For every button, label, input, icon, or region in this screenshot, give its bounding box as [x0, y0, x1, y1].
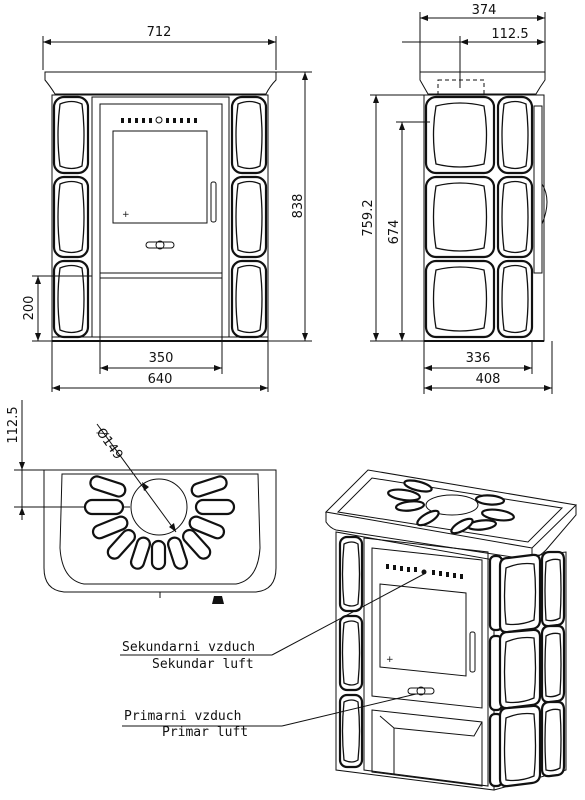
top-handle-knob — [212, 596, 224, 604]
iso-glass — [379, 583, 467, 677]
front-view: 712 — [22, 25, 312, 392]
front-door-handle — [210, 181, 217, 223]
front-left-tiles — [52, 95, 90, 339]
leader-secondary-air — [271, 573, 425, 656]
top-sunburst-petals — [83, 475, 236, 571]
side-flue-collar — [437, 79, 485, 95]
dim-759-2-label: 759.2 — [361, 199, 376, 236]
dim-149-label: Ø149 — [93, 426, 126, 463]
front-top-slab — [44, 71, 277, 95]
dim-640-label: 640 — [148, 372, 173, 387]
top-view: 112.5 Ø149 — [6, 400, 277, 604]
iso-ash-opening — [371, 709, 483, 787]
dim-336-label: 336 — [466, 351, 491, 366]
front-ash-opening — [99, 272, 223, 338]
dim-112-5-top-label: 112.5 — [6, 406, 21, 443]
dim-112-5-side-label: 112.5 — [491, 27, 528, 42]
side-large-tiles — [424, 95, 496, 339]
dim-front-height: 838 — [268, 71, 312, 342]
dim-front-door-width: 350 — [99, 337, 223, 374]
iso-glass-mark: + — [386, 655, 394, 665]
front-glass-mark: + — [122, 210, 130, 220]
side-narrow-tiles — [496, 95, 534, 339]
dim-side-height-total: 759.2 — [361, 94, 424, 342]
front-secondary-air-slots — [121, 116, 197, 124]
side-door-profile — [533, 105, 543, 274]
dim-front-base-width: 640 — [51, 341, 269, 392]
label-secondary-air-de: Sekundar luft — [152, 657, 254, 672]
dim-side-flue-offset: 112.5 — [402, 27, 545, 88]
iso-secondary-air-slots — [386, 564, 463, 579]
dim-side-depth-inner: 336 — [423, 341, 533, 394]
iso-frame — [363, 537, 489, 787]
dim-408-label: 408 — [476, 372, 501, 387]
label-primary-air-cz: Primarni vzduch — [124, 709, 241, 724]
top-flue-opening — [130, 478, 188, 536]
leader-primary-air — [281, 693, 417, 727]
dim-front-width-top: 712 — [42, 25, 277, 70]
iso-front-left-tiles — [338, 535, 364, 769]
dim-374-label: 374 — [472, 3, 497, 18]
iso-side-tiles — [498, 550, 566, 788]
dim-200-label: 200 — [22, 296, 37, 321]
side-handle-profile — [541, 183, 548, 225]
iso-door — [371, 547, 483, 709]
iso-top-sunburst — [387, 479, 515, 535]
isometric-view: + Sekundarni vzduch Sekundar luft Primar… — [120, 469, 578, 791]
dim-top-flue-offset: 112.5 — [6, 400, 130, 520]
dim-side-height-tiles: 674 — [387, 121, 430, 341]
side-top-slab — [419, 71, 546, 95]
iso-top-slab — [324, 469, 578, 549]
dim-350-label: 350 — [149, 351, 174, 366]
dim-674-label: 674 — [387, 220, 402, 245]
front-right-tiles — [230, 95, 268, 339]
iso-door-handle — [469, 631, 476, 673]
front-glass — [112, 130, 208, 224]
top-inner-edge — [59, 473, 261, 585]
top-outline — [43, 469, 277, 593]
iso-primary-air-knob — [407, 686, 435, 696]
dim-side-depth-base: 408 — [424, 341, 553, 394]
dim-712-label: 712 — [147, 25, 172, 40]
dim-front-ashpit: 200 — [22, 275, 92, 342]
label-primary-air-de: Primar luft — [162, 725, 248, 740]
front-primary-air-knob — [145, 240, 175, 250]
label-secondary-air-cz: Sekundarni vzduch — [122, 640, 255, 655]
dim-838-label: 838 — [291, 194, 306, 219]
side-view: 374 112.5 — [361, 3, 553, 394]
